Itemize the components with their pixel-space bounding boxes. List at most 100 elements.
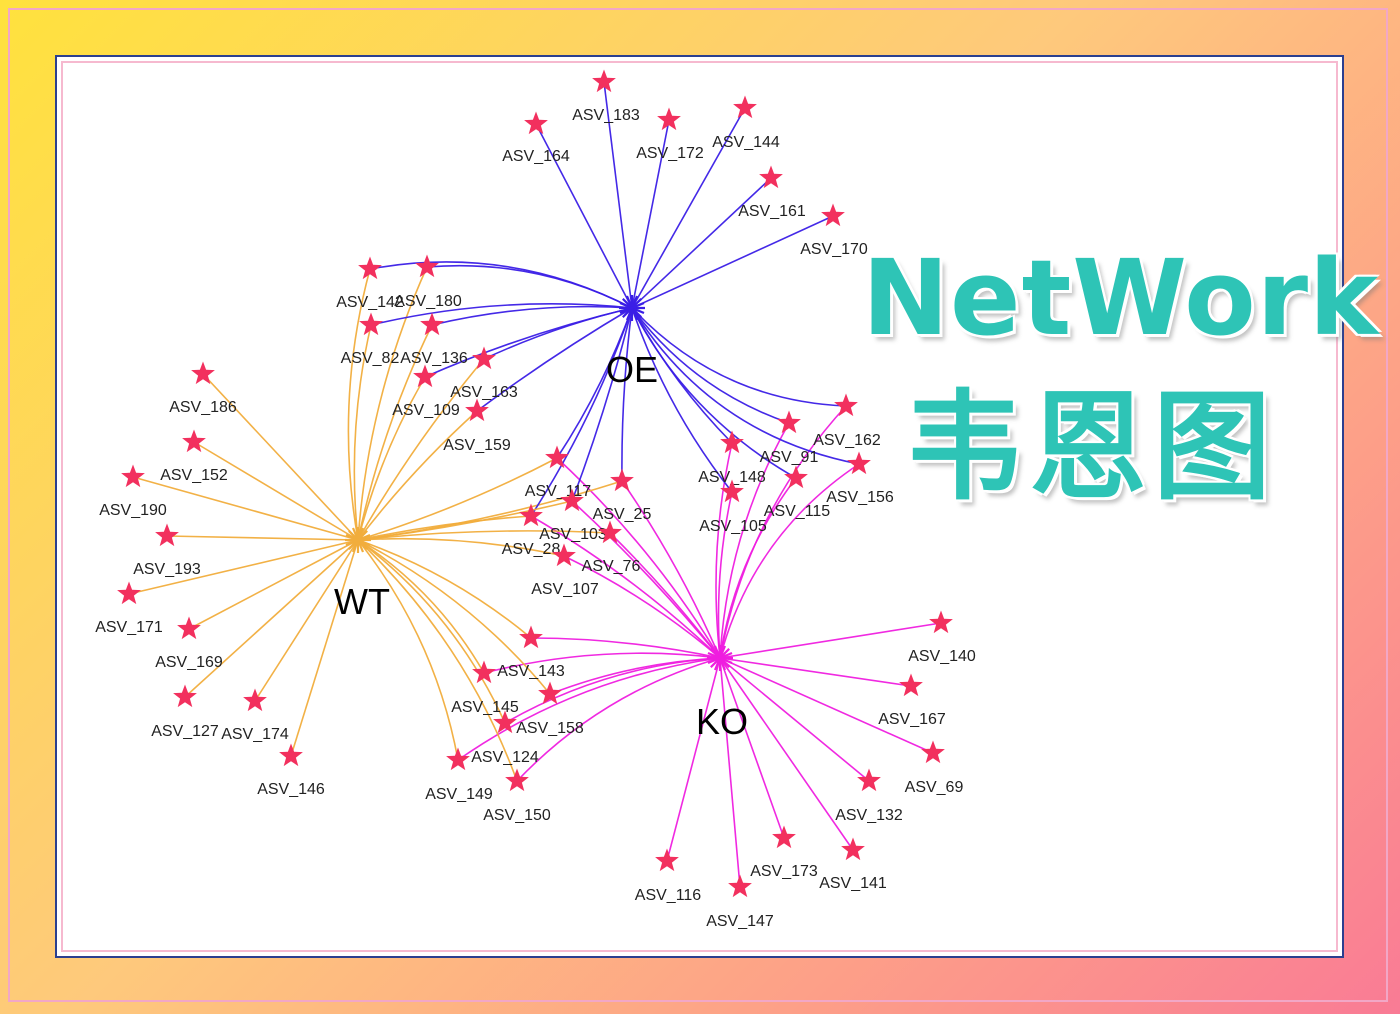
node-asv-143[interactable]: ASV_143 <box>497 625 565 681</box>
star-icon <box>121 464 145 488</box>
node-asv-167[interactable]: ASV_167 <box>878 673 946 729</box>
edge-asv-116-ko <box>666 657 721 862</box>
node-asv-172[interactable]: ASV_172 <box>636 107 704 163</box>
node-asv-161[interactable]: ASV_161 <box>738 165 806 221</box>
hub-ko[interactable]: KO <box>696 645 748 742</box>
hub-layer: OE WT KO <box>334 295 748 742</box>
node-asv-190[interactable]: ASV_190 <box>99 464 167 520</box>
star-icon <box>358 256 382 280</box>
node-asv-186[interactable]: ASV_186 <box>169 361 237 417</box>
node-asv-116[interactable]: ASV_116 <box>635 848 702 905</box>
node-asv-171[interactable]: ASV_171 <box>95 581 163 637</box>
star-icon <box>777 410 801 434</box>
star-icon <box>784 465 808 489</box>
edge-asv-146-wt <box>290 539 359 757</box>
inner-border <box>61 61 1338 952</box>
node-label: ASV_145 <box>451 699 519 716</box>
node-asv-183[interactable]: ASV_183 <box>572 69 640 125</box>
node-asv-146[interactable]: ASV_146 <box>257 743 325 799</box>
node-asv-69[interactable]: ASV_69 <box>905 740 964 797</box>
hub-wt[interactable]: WT <box>334 527 390 622</box>
node-asv-149[interactable]: ASV_149 <box>425 747 493 804</box>
node-asv-152[interactable]: ASV_152 <box>160 429 228 485</box>
edge-asv-132-ko <box>719 657 870 782</box>
edge-asv-156-ko <box>719 463 860 659</box>
edge-asv-140-ko <box>719 622 942 659</box>
node-asv-115[interactable]: ASV_115 <box>764 465 831 521</box>
node-asv-148[interactable]: ASV_148 <box>698 430 766 487</box>
node-label: ASV_116 <box>635 887 702 904</box>
node-asv-25[interactable]: ASV_25 <box>593 468 652 524</box>
edge-asv-150-wt <box>357 539 518 782</box>
node-asv-140[interactable]: ASV_140 <box>908 610 976 666</box>
node-asv-132[interactable]: ASV_132 <box>835 768 903 825</box>
edge-asv-186-wt <box>202 373 359 541</box>
star-icon <box>733 95 757 119</box>
edge-asv-174-wt <box>254 539 359 702</box>
star-icon <box>592 69 616 93</box>
node-asv-173[interactable]: ASV_173 <box>750 825 818 881</box>
node-asv-147[interactable]: ASV_147 <box>706 874 774 931</box>
edge-asv-180-oe <box>426 264 633 309</box>
star-icon <box>155 523 179 547</box>
node-asv-136[interactable]: ASV_136 <box>400 312 468 368</box>
star-icon <box>420 312 444 336</box>
node-asv-150[interactable]: ASV_150 <box>483 768 551 825</box>
node-asv-76[interactable]: ASV_76 <box>582 520 641 576</box>
edge-asv-159-oe <box>476 307 633 412</box>
star-icon <box>524 111 548 135</box>
node-label: ASV_149 <box>425 786 493 803</box>
star-icon <box>552 543 576 567</box>
edge-asv-173-ko <box>719 657 785 839</box>
node-asv-105[interactable]: ASV_105 <box>699 479 767 536</box>
edge-asv-149-ko <box>457 657 721 761</box>
node-asv-156[interactable]: ASV_156 <box>826 451 894 507</box>
node-asv-28[interactable]: ASV_28 <box>502 503 561 559</box>
edge-asv-124-wt <box>357 539 506 724</box>
edge-asv-91-ko <box>719 422 790 659</box>
node-asv-142[interactable]: ASV_142 <box>336 256 404 312</box>
node-asv-82[interactable]: ASV_82 <box>341 312 400 368</box>
node-asv-170[interactable]: ASV_170 <box>800 203 868 259</box>
node-asv-107[interactable]: ASV_107 <box>531 543 599 599</box>
node-asv-127[interactable]: ASV_127 <box>151 684 219 741</box>
star-icon <box>505 768 529 792</box>
node-asv-158[interactable]: ASV_158 <box>516 681 584 738</box>
node-label: ASV_161 <box>738 203 806 220</box>
edge-asv-25-oe <box>621 307 633 482</box>
node-asv-109[interactable]: ASV_109 <box>392 364 460 420</box>
edge-asv-143-ko <box>530 637 721 659</box>
node-asv-141[interactable]: ASV_141 <box>819 837 887 893</box>
node-asv-145[interactable]: ASV_145 <box>451 660 519 717</box>
node-asv-169[interactable]: ASV_169 <box>155 616 223 672</box>
edge-asv-164-oe <box>535 123 633 309</box>
node-asv-124[interactable]: ASV_124 <box>471 710 539 767</box>
edge-asv-190-wt <box>132 476 359 541</box>
node-label: ASV_141 <box>819 875 887 892</box>
node-label: ASV_103 <box>539 526 607 543</box>
edge-layer <box>128 81 942 888</box>
star-icon <box>446 747 470 771</box>
edge-asv-141-ko <box>719 657 854 851</box>
node-asv-193[interactable]: ASV_193 <box>133 523 201 579</box>
star-icon <box>841 837 865 861</box>
node-asv-164[interactable]: ASV_164 <box>502 111 570 166</box>
node-label: ASV_170 <box>800 241 868 258</box>
edge-asv-28-wt <box>357 515 532 541</box>
node-label: ASV_171 <box>95 619 163 636</box>
node-label: ASV_159 <box>443 437 511 454</box>
node-asv-91[interactable]: ASV_91 <box>760 410 819 467</box>
node-label: ASV_162 <box>813 432 881 449</box>
node-asv-162[interactable]: ASV_162 <box>813 393 881 450</box>
node-asv-144[interactable]: ASV_144 <box>712 95 780 152</box>
node-asv-180[interactable]: ASV_180 <box>394 254 462 311</box>
hub-oe[interactable]: OE <box>606 295 658 390</box>
node-asv-163[interactable]: ASV_163 <box>450 346 518 402</box>
node-asv-174[interactable]: ASV_174 <box>221 688 289 744</box>
node-asv-159[interactable]: ASV_159 <box>443 398 511 455</box>
star-icon <box>610 468 634 492</box>
network-card <box>55 55 1344 958</box>
node-label: ASV_150 <box>483 807 551 824</box>
node-label: ASV_183 <box>572 107 640 124</box>
node-asv-103[interactable]: ASV_103 <box>539 488 607 544</box>
